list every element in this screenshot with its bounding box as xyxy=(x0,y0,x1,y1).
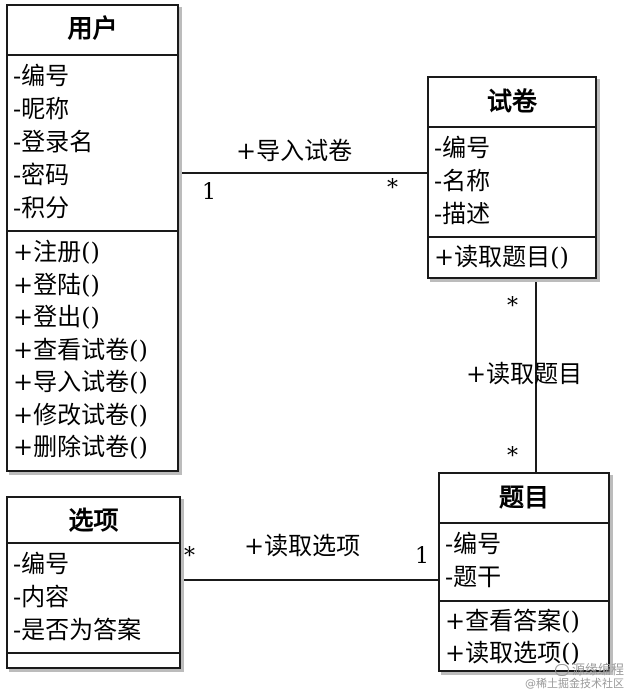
attribute: -编号 xyxy=(13,62,70,90)
attribute: -内容 xyxy=(13,583,70,611)
class-option-name: 选项 xyxy=(8,498,179,544)
class-paper: 试卷 -编号 -名称 -描述 +读取题目() xyxy=(427,76,597,279)
class-paper-name: 试卷 xyxy=(429,78,595,128)
class-option: 选项 -编号 -内容 -是否为答案 xyxy=(6,496,181,669)
association-label-paper-question: +读取题目 xyxy=(466,360,583,388)
attribute: -昵称 xyxy=(13,95,70,123)
class-user-methods: +注册() +登陆() +登出() +查看试卷() +导入试卷() +修改试卷(… xyxy=(8,232,177,464)
attribute: -题干 xyxy=(445,563,502,591)
association-line-option-question xyxy=(181,579,439,581)
multiplicity-user-side: 1 xyxy=(202,180,216,205)
watermark-line1: 源缘编程 xyxy=(571,662,624,678)
method: +查看试卷() xyxy=(13,335,148,364)
watermark-line2: @稀土掘金技术社区 xyxy=(525,676,624,690)
method: +查看答案() xyxy=(445,607,580,635)
method: +修改试卷() xyxy=(13,400,148,429)
class-question-attributes: -编号 -题干 xyxy=(440,524,608,602)
attribute: -描述 xyxy=(434,200,491,228)
attribute: -密码 xyxy=(13,161,70,189)
method: +读取选项() xyxy=(445,639,580,667)
class-question-name: 题目 xyxy=(440,474,608,524)
wechat-icon xyxy=(554,664,569,677)
multiplicity-paper-bottom: * xyxy=(507,294,518,319)
attribute: -编号 xyxy=(434,134,491,162)
attribute: -名称 xyxy=(434,167,491,195)
attribute: -积分 xyxy=(13,194,70,222)
class-question: 题目 -编号 -题干 +查看答案() +读取选项() xyxy=(438,472,610,672)
multiplicity-option-side: * xyxy=(184,544,195,569)
class-user: 用户 -编号 -昵称 -登录名 -密码 -积分 +注册() +登陆() +登出(… xyxy=(6,4,179,472)
class-user-name: 用户 xyxy=(8,6,177,56)
class-question-methods: +查看答案() +读取选项() xyxy=(440,602,608,669)
watermark: 源缘编程 @稀土掘金技术社区 xyxy=(525,662,624,690)
method: +删除试卷() xyxy=(13,433,148,461)
method: +登出() xyxy=(13,303,100,331)
attribute: -编号 xyxy=(13,550,70,578)
method: +读取题目() xyxy=(434,243,569,271)
method: +导入试卷() xyxy=(13,368,148,396)
multiplicity-paper-side: * xyxy=(387,176,398,201)
class-option-attributes: -编号 -内容 -是否为答案 xyxy=(8,544,179,654)
multiplicity-question-side: 1 xyxy=(415,544,429,569)
multiplicity-question-top: * xyxy=(507,444,518,469)
class-user-attributes: -编号 -昵称 -登录名 -密码 -积分 xyxy=(8,56,177,232)
attribute: -编号 xyxy=(445,530,502,558)
method: +注册() xyxy=(13,238,100,266)
attribute: -是否为答案 xyxy=(13,616,142,644)
class-paper-attributes: -编号 -名称 -描述 xyxy=(429,128,595,238)
association-line-paper-question xyxy=(535,279,537,474)
method: +登陆() xyxy=(13,270,100,299)
association-label-user-paper: +导入试卷 xyxy=(236,137,353,165)
association-label-option-question: +读取选项 xyxy=(244,532,361,560)
class-paper-methods: +读取题目() xyxy=(429,238,595,276)
attribute: -登录名 xyxy=(13,128,94,156)
association-line-user-paper xyxy=(179,172,428,174)
